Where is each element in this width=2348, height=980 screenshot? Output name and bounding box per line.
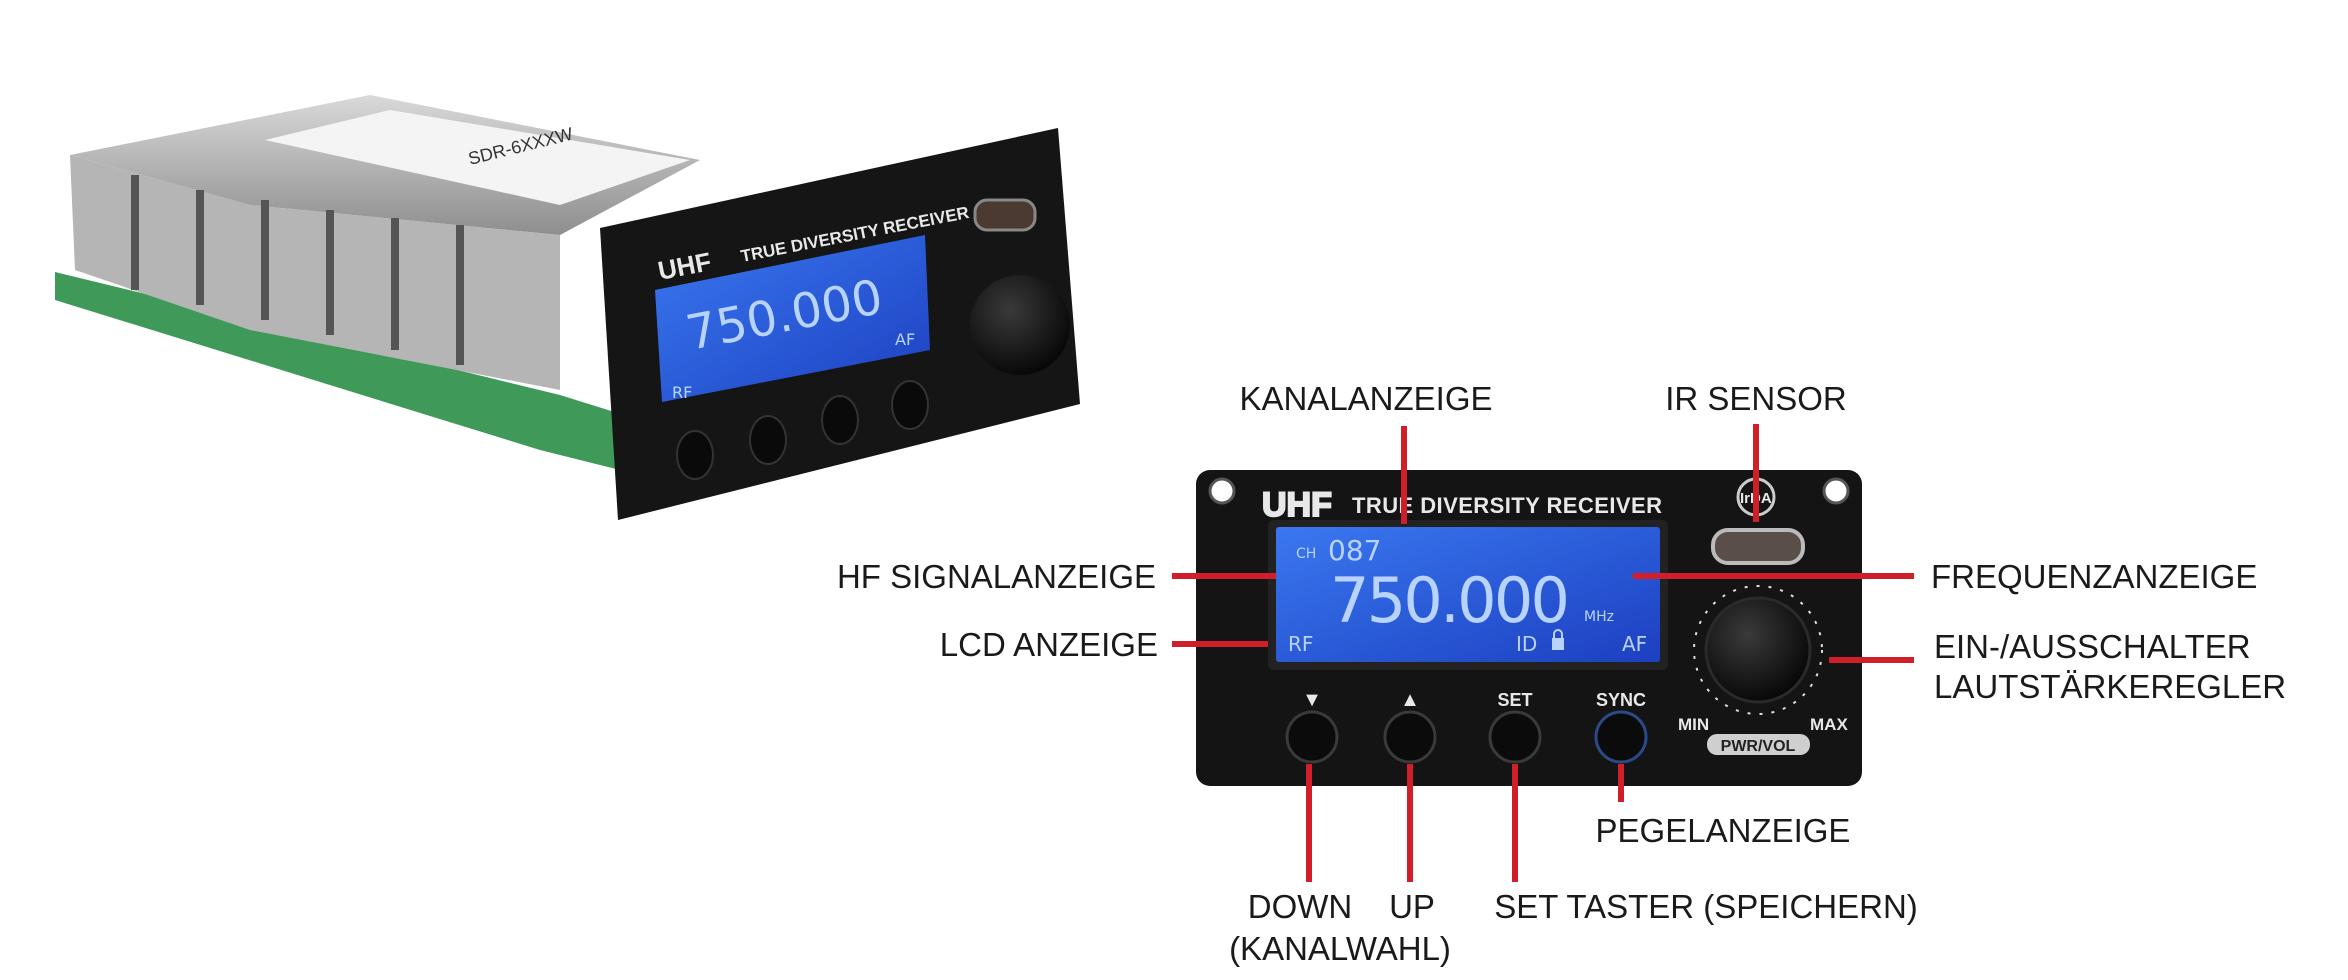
- knob-scale-ring: [1693, 585, 1823, 715]
- brand-logo: UHF: [1262, 486, 1332, 524]
- label-power-line1: EIN-/AUSSCHALTER: [1934, 628, 2251, 665]
- label-up: UP: [1389, 888, 1435, 925]
- callout-labels: KANALANZEIGE IR SENSOR HF SIGNALANZEIGE …: [837, 380, 2286, 967]
- knob[interactable]: [1704, 596, 1812, 704]
- channel-prefix: CH: [1296, 546, 1316, 562]
- pwr-vol-badge: [1707, 734, 1810, 755]
- metal-shield-side: [70, 155, 560, 390]
- pcb-board: [55, 272, 640, 470]
- set-button[interactable]: [1488, 710, 1542, 764]
- label-power-line2: LAUTSTÄRKEREGLER: [1934, 668, 2286, 705]
- label-kanalanzeige: KANALANZEIGE: [1239, 380, 1492, 417]
- channel-number: 087: [1328, 534, 1381, 567]
- down-button-label: ▼: [1302, 689, 1322, 711]
- pwr-vol-label: PWR/VOL: [1721, 738, 1796, 755]
- af-indicator: AF: [1622, 632, 1647, 656]
- knob-max-label: MAX: [1810, 715, 1848, 734]
- volume-knob[interactable]: [1693, 585, 1823, 715]
- rf-3d: RF: [672, 383, 692, 402]
- label-frequenz: FREQUENZANZEIGE: [1931, 558, 2257, 595]
- knob-3d: [970, 275, 1070, 375]
- model-title: TRUE DIVERSITY RECEIVER: [1352, 493, 1662, 518]
- label-set: SET TASTER (SPEICHERN): [1494, 888, 1918, 925]
- up-button[interactable]: [1383, 710, 1437, 764]
- label-kanalwahl: (KANALWAHL): [1229, 930, 1451, 967]
- product-photo: SDR-6XXXW UHF TRUE DIVERSITY RECEIVER 75…: [55, 95, 1080, 520]
- lcd-display[interactable]: [1276, 527, 1660, 662]
- down-button[interactable]: [1285, 710, 1339, 764]
- af-3d: AF: [895, 330, 915, 349]
- ir-sensor-window: [1711, 528, 1805, 565]
- lock-icon: [1552, 629, 1564, 650]
- label-ir-sensor: IR SENSOR: [1665, 380, 1847, 417]
- sync-button[interactable]: [1594, 710, 1648, 764]
- mount-hole-right: [1822, 477, 1850, 505]
- label-down: DOWN: [1248, 888, 1352, 925]
- up-button-label: ▲: [1400, 689, 1420, 711]
- sticker: [265, 110, 690, 205]
- lcd-3d: [655, 235, 930, 402]
- mount-hole-left: [1208, 477, 1236, 505]
- id-indicator: ID: [1516, 632, 1537, 656]
- frequency-readout: 750.000: [1330, 564, 1570, 637]
- knob-min-label: MIN: [1678, 715, 1709, 734]
- callout-lines: [1172, 424, 1914, 882]
- front-panel: UHF TRUE DIVERSITY RECEIVER CH 087 750.0…: [1196, 470, 1862, 786]
- rf-indicator: RF: [1288, 632, 1313, 656]
- label-hf-signal: HF SIGNALANZEIGE: [837, 558, 1156, 595]
- buttons-3d: [676, 380, 929, 480]
- frequency-unit: MHz: [1584, 609, 1614, 625]
- shield-ribs: [131, 175, 464, 365]
- label-lcd: LCD ANZEIGE: [940, 626, 1158, 663]
- ir-window-3d: [973, 198, 1037, 232]
- sync-button-label: SYNC: [1596, 690, 1646, 710]
- set-button-label: SET: [1497, 690, 1532, 710]
- label-pegel: PEGELANZEIGE: [1596, 812, 1851, 849]
